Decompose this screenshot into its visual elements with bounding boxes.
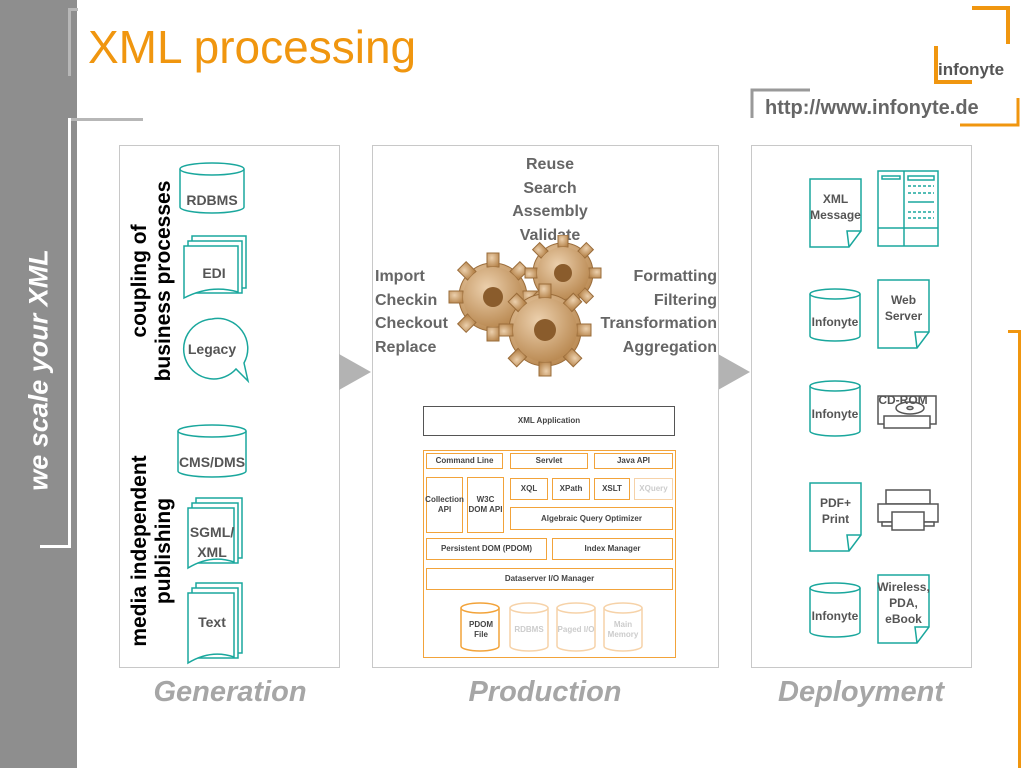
production-caption: Production	[468, 676, 622, 708]
gen-text-label: Text	[198, 614, 226, 630]
text-doc-stack-icon	[187, 582, 243, 665]
generation-shapes	[177, 162, 250, 665]
dep-wireless-label: Wireless, PDA, eBook	[877, 580, 930, 626]
page-title: XML processing	[88, 21, 417, 73]
gen-sgml-label: SGML/ XML	[189, 524, 235, 560]
api-java: Java API	[594, 453, 673, 469]
gen-edi-label: EDI	[202, 265, 226, 281]
infonyte-cylinder-icon-3	[809, 582, 861, 638]
printer-icon	[877, 489, 939, 531]
sidebar	[0, 0, 77, 768]
gen-legacy-label: Legacy	[187, 341, 237, 357]
io-manager-box: Dataserver I/O Manager	[426, 568, 673, 590]
dep-web-server-label: Web Server	[884, 293, 923, 323]
sgml-doc-stack-icon	[187, 497, 243, 570]
main-memory-cylinder-icon	[603, 602, 643, 652]
dep-infonyte-label-3: Infonyte	[811, 609, 859, 623]
storage-memory-label: Main Memory	[607, 620, 639, 639]
server-rack-icon	[877, 170, 939, 247]
url-bracket-icon	[750, 88, 1020, 127]
xml-application-box: XML Application	[423, 406, 675, 436]
cd-drive-icon	[877, 395, 937, 429]
dep-cd-rom-label: CD-ROM	[878, 393, 928, 407]
production-left-ops: Import Checkin Checkout Replace	[375, 268, 448, 356]
infonyte-cylinder-icon-2	[809, 380, 861, 437]
storage-paged-label: Paged I/O	[557, 625, 595, 634]
production-top-ops: Reuse Search Assembly Validate	[512, 156, 588, 244]
production-right-ops: Formatting Filtering Transformation Aggr…	[600, 268, 717, 356]
query-xquery: XQuery	[634, 478, 673, 500]
right-accent-line-top	[1008, 330, 1021, 333]
architecture-frame	[423, 450, 676, 658]
storage-pdom-label: PDOM File	[469, 620, 493, 639]
dep-xml-message-label: XML Message	[810, 192, 861, 222]
logo-text: infonyte	[938, 60, 1005, 79]
wireless-document-icon	[877, 574, 930, 644]
api-command-line: Command Line	[426, 453, 503, 469]
url-bracket	[750, 88, 1020, 128]
corner-bracket-title-top	[68, 8, 78, 11]
arrow-right-icon-2	[718, 354, 750, 390]
legacy-speech-bubble-icon	[182, 317, 250, 384]
xml-message-document-icon	[809, 178, 862, 248]
generation-caption: Generation	[153, 676, 307, 708]
dep-infonyte-label-2: Infonyte	[811, 407, 859, 421]
header-url[interactable]: http://www.infonyte.de	[765, 97, 979, 119]
gears-icon	[448, 235, 602, 377]
corner-bracket-title	[68, 8, 71, 76]
query-xpath: XPath	[552, 478, 590, 500]
query-xql: XQL	[510, 478, 548, 500]
edi-doc-stack-icon	[183, 235, 247, 300]
storage-cylinders	[460, 602, 643, 652]
deployment-caption: Deployment	[778, 676, 944, 708]
pdom-box: Persistent DOM (PDOM)	[426, 538, 547, 560]
storage-rdbms-label: RDBMS	[514, 625, 544, 634]
dep-pdf-print-label: PDF+ Print	[819, 496, 851, 526]
pdom-file-cylinder-icon	[460, 602, 500, 652]
slogan-line	[68, 118, 71, 548]
web-server-document-icon	[877, 279, 930, 349]
pdf-print-document-icon	[809, 482, 862, 552]
logo-bracket-icon	[934, 6, 1010, 84]
rdbms-cylinder-icon	[179, 162, 245, 214]
generation-panel: coupling of business processes media ind…	[119, 145, 340, 668]
slogan-line-bottom	[40, 545, 71, 548]
arrow-right-icon	[339, 354, 371, 390]
corner-bracket-slogan-top	[68, 118, 143, 121]
rdbms-storage-cylinder-icon	[509, 602, 549, 652]
cms-dms-cylinder-icon	[177, 424, 247, 478]
sidebar-slogan: we scale your XML	[23, 249, 53, 491]
infonyte-cylinder-icon	[809, 288, 861, 342]
gen-rdbms-label: RDBMS	[186, 192, 238, 208]
right-accent-line	[1018, 330, 1021, 768]
logo	[932, 6, 1024, 86]
algebraic-optimizer-box: Algebraic Query Optimizer	[510, 507, 673, 530]
collection-api-box: Collection API	[425, 477, 464, 533]
gen-cms-label: CMS/DMS	[178, 454, 246, 470]
w3c-dom-api-box: W3C DOM API	[467, 477, 504, 533]
index-manager-box: Index Manager	[552, 538, 673, 560]
dep-infonyte-label-1: Infonyte	[811, 315, 859, 329]
paged-io-cylinder-icon	[556, 602, 596, 652]
api-servlet: Servlet	[510, 453, 588, 469]
deployment-shapes	[809, 170, 939, 644]
query-xslt: XSLT	[594, 478, 630, 500]
